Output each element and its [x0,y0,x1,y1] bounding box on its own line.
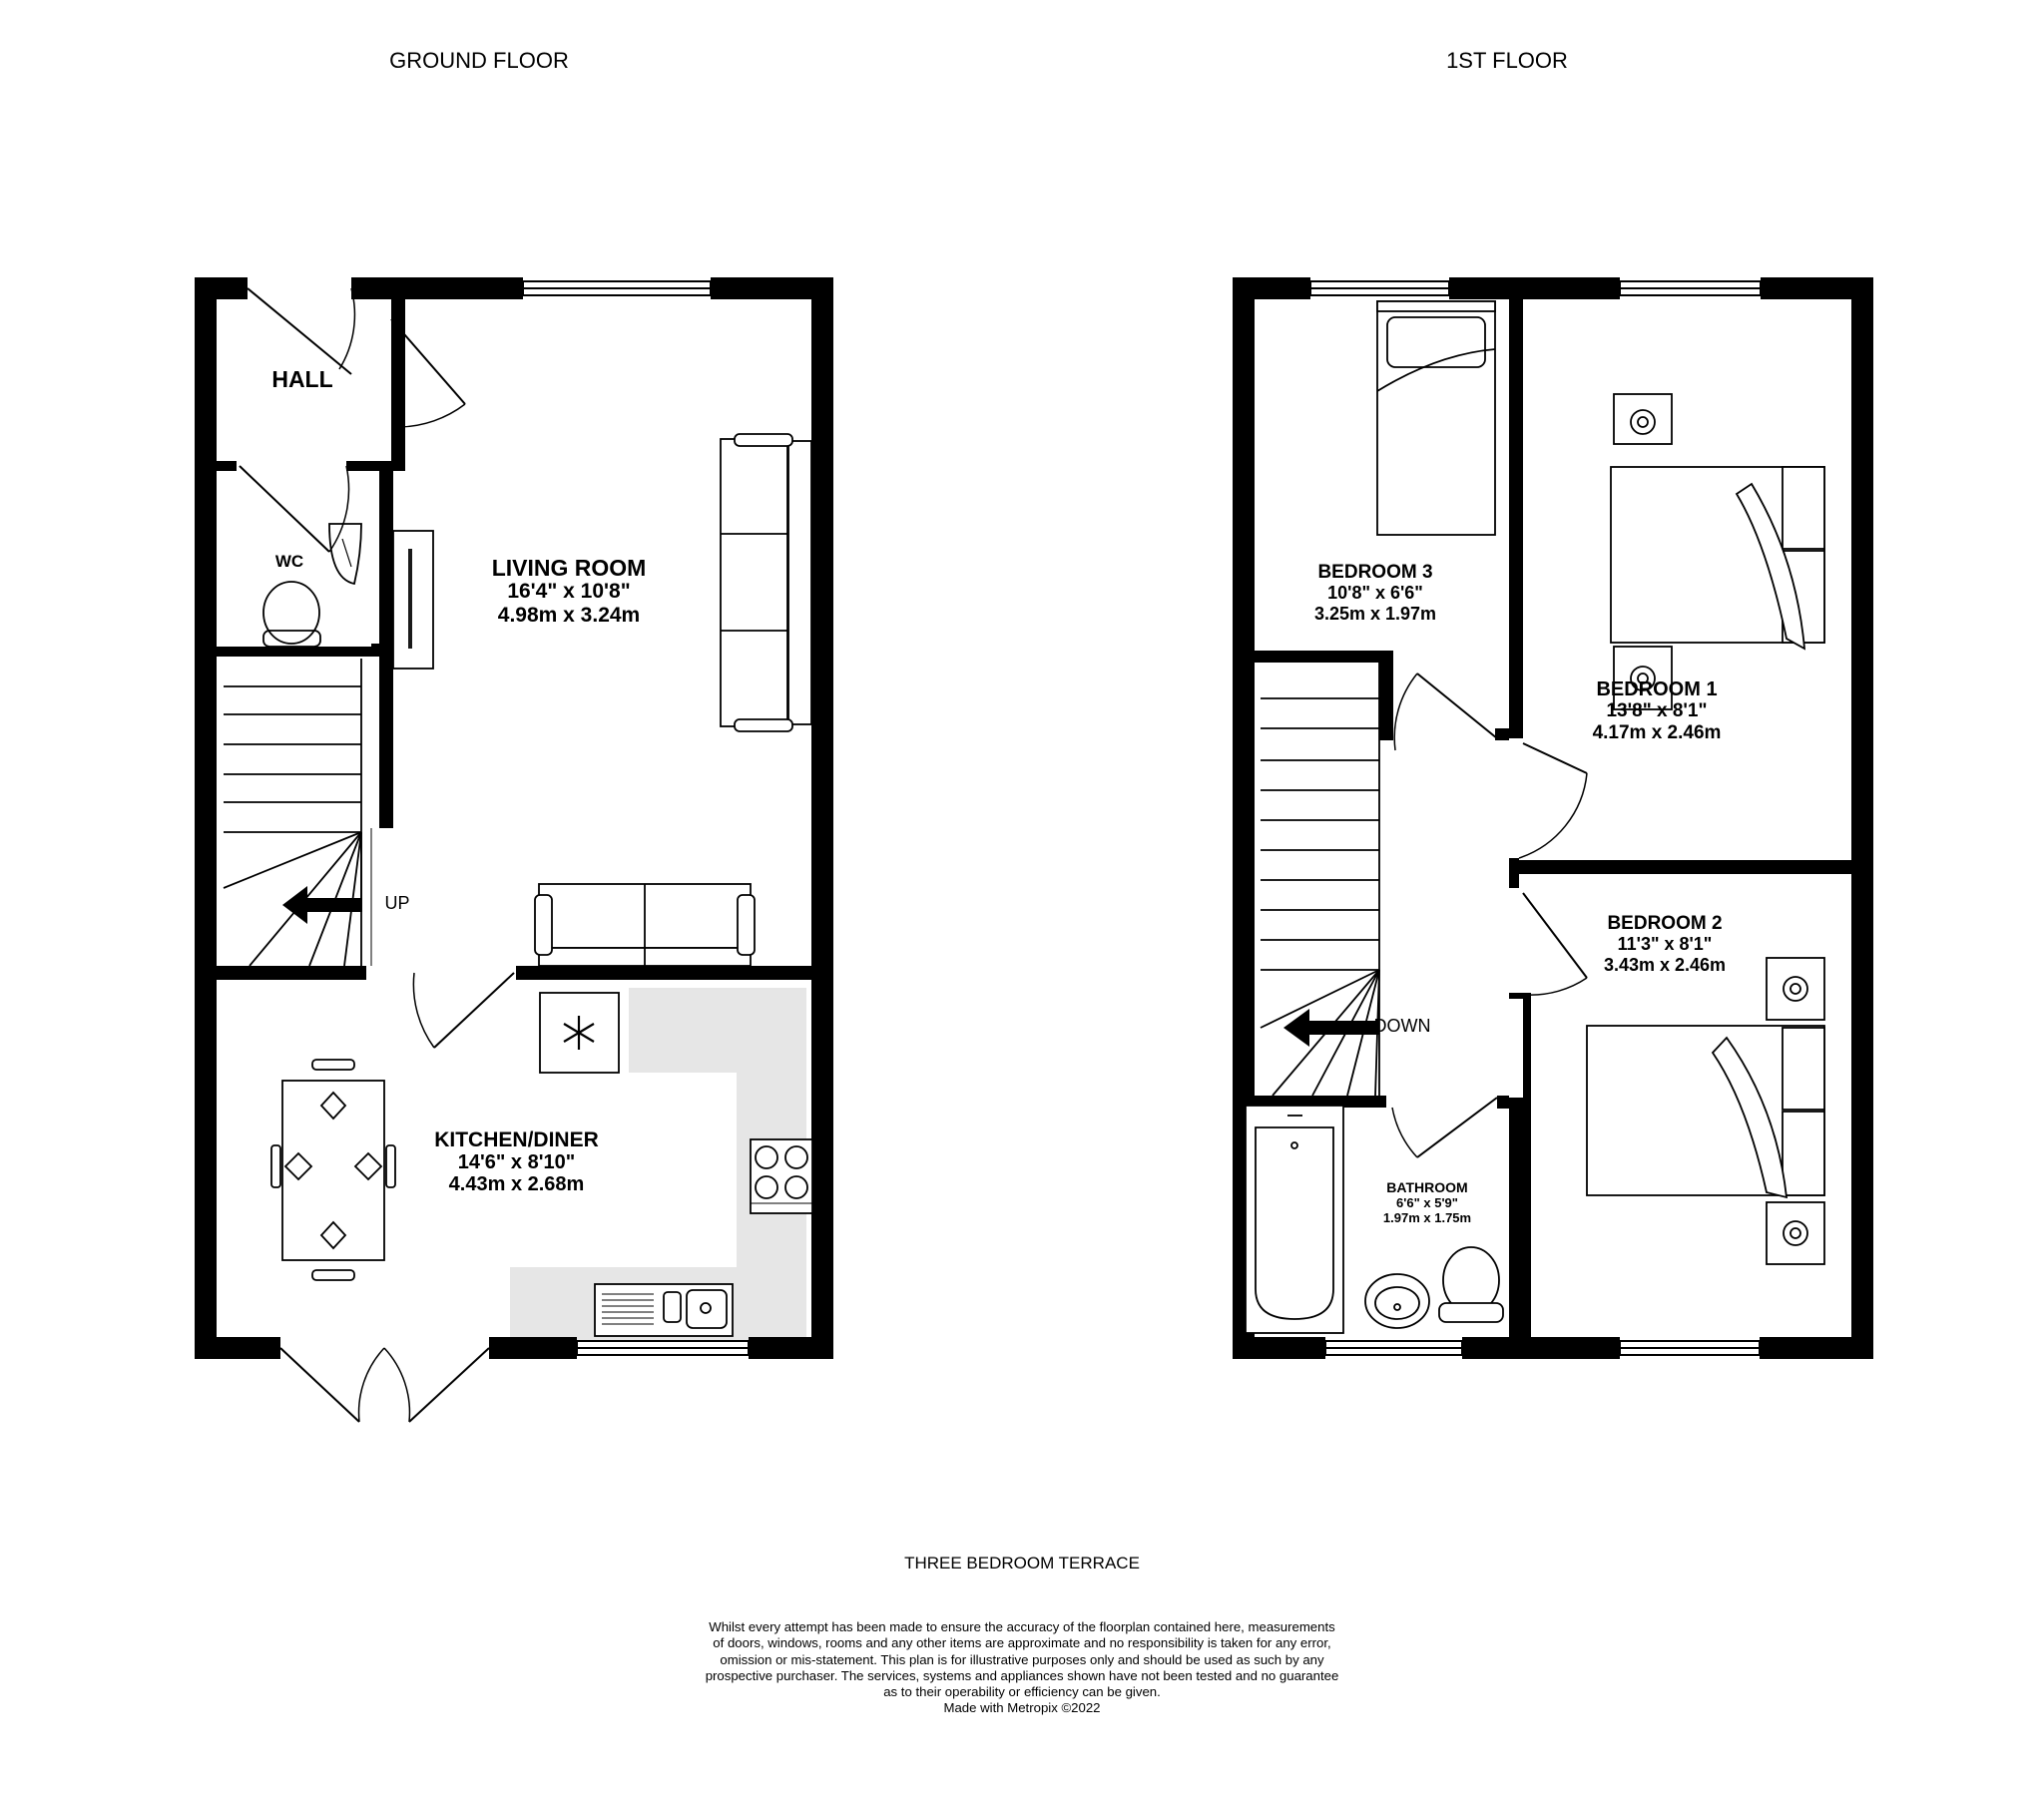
single-bed [1376,300,1496,536]
first-floor-windows [1309,280,1762,1356]
hob [750,1138,813,1214]
first-floor-walls [1233,277,1873,1359]
stairs-down-arrow [1283,1009,1379,1047]
first-floor-doors [1391,673,1588,1158]
plan-caption: THREE BEDROOM TERRACE [904,1554,1140,1572]
disclaimer-line: omission or mis-statement. This plan is … [720,1651,1324,1667]
bathroom-label: BATHROOM 6'6" x 5'9" 1.97m x 1.75m [1362,1179,1492,1226]
living-sofa-right [720,433,812,732]
bedroom-1-metric: 4.17m x 2.46m [1592,722,1722,743]
bedroom-2-label: BEDROOM 2 11'3" x 8'1" 3.43m x 2.46m [1565,913,1765,976]
bedroom-2-metric: 3.43m x 2.46m [1603,955,1727,975]
bedroom-3-metric: 3.25m x 1.97m [1313,604,1437,624]
ground-floor-stairs [223,659,372,967]
wc-fittings [262,523,362,648]
bathroom-metric: 1.97m x 1.75m [1382,1210,1472,1225]
bedroom-3-label: BEDROOM 3 10'8" x 6'6" 3.25m x 1.97m [1276,562,1475,625]
bedroom-3-imperial: 10'8" x 6'6" [1327,583,1423,603]
living-room-metric: 4.98m x 3.24m [497,604,641,627]
living-room-imperial: 16'4" x 10'8" [507,580,631,603]
ground-floor-plan [195,277,833,1423]
bedroom-3-name: BEDROOM 3 [1317,562,1433,583]
bathroom-imperial: 6'6" x 5'9" [1396,1195,1458,1210]
first-floor-plan [1233,277,1873,1359]
bedroom-2-name: BEDROOM 2 [1607,913,1723,934]
stairs-up-arrow [282,886,362,924]
ground-floor-walls [195,277,833,1359]
disclaimer-line: prospective purchaser. The services, sys… [705,1667,1339,1683]
kitchen-name: KITCHEN/DINER [434,1128,599,1151]
kitchen-metric: 4.43m x 2.68m [448,1173,585,1195]
ground-floor-windows [522,280,750,1356]
metropix-credit: Made with Metropix ©2022 [943,1700,1101,1716]
disclaimer: Whilst every attempt has been made to en… [659,1619,1385,1717]
disclaimer-line: Whilst every attempt has been made to en… [709,1619,1335,1634]
kitchen-sink [594,1283,734,1337]
bathroom-fittings [1245,1105,1504,1334]
bedroom-1-label: BEDROOM 1 13'8" x 8'1" 4.17m x 2.46m [1557,678,1757,744]
wc-label: WC [274,552,304,571]
bedroom-2-imperial: 11'3" x 8'1" [1617,934,1713,954]
kitchen-worktop [510,988,806,1352]
hall-label: HALL [271,366,333,392]
tv-unit [392,530,434,670]
living-room-name: LIVING ROOM [491,555,647,581]
stairs-down-label: DOWN [1373,1016,1431,1036]
dining-table [270,1059,396,1281]
bathroom-name: BATHROOM [1386,1179,1468,1195]
living-room-label: LIVING ROOM 16'4" x 10'8" 4.98m x 3.24m [459,556,679,628]
kitchen-imperial: 14'6" x 8'10" [457,1151,576,1173]
living-sofa-bottom [534,883,756,967]
first-floor-title: 1ST FLOOR [1446,48,1568,73]
fridge-freezer [539,992,620,1074]
double-bed-bedroom-2 [1586,957,1825,1265]
stairs-up-label: UP [384,893,410,913]
bedroom-1-name: BEDROOM 1 [1596,678,1718,700]
ground-floor-doors [239,287,515,1423]
disclaimer-line: as to their operability or efficiency ca… [883,1684,1161,1700]
double-bed-bedroom-1 [1610,393,1825,710]
kitchen-label: KITCHEN/DINER 14'6" x 8'10" 4.43m x 2.68… [409,1128,624,1196]
disclaimer-line: of doors, windows, rooms and any other i… [713,1635,1331,1651]
bedroom-1-imperial: 13'8" x 8'1" [1606,700,1708,721]
ground-floor-title: GROUND FLOOR [389,48,569,73]
